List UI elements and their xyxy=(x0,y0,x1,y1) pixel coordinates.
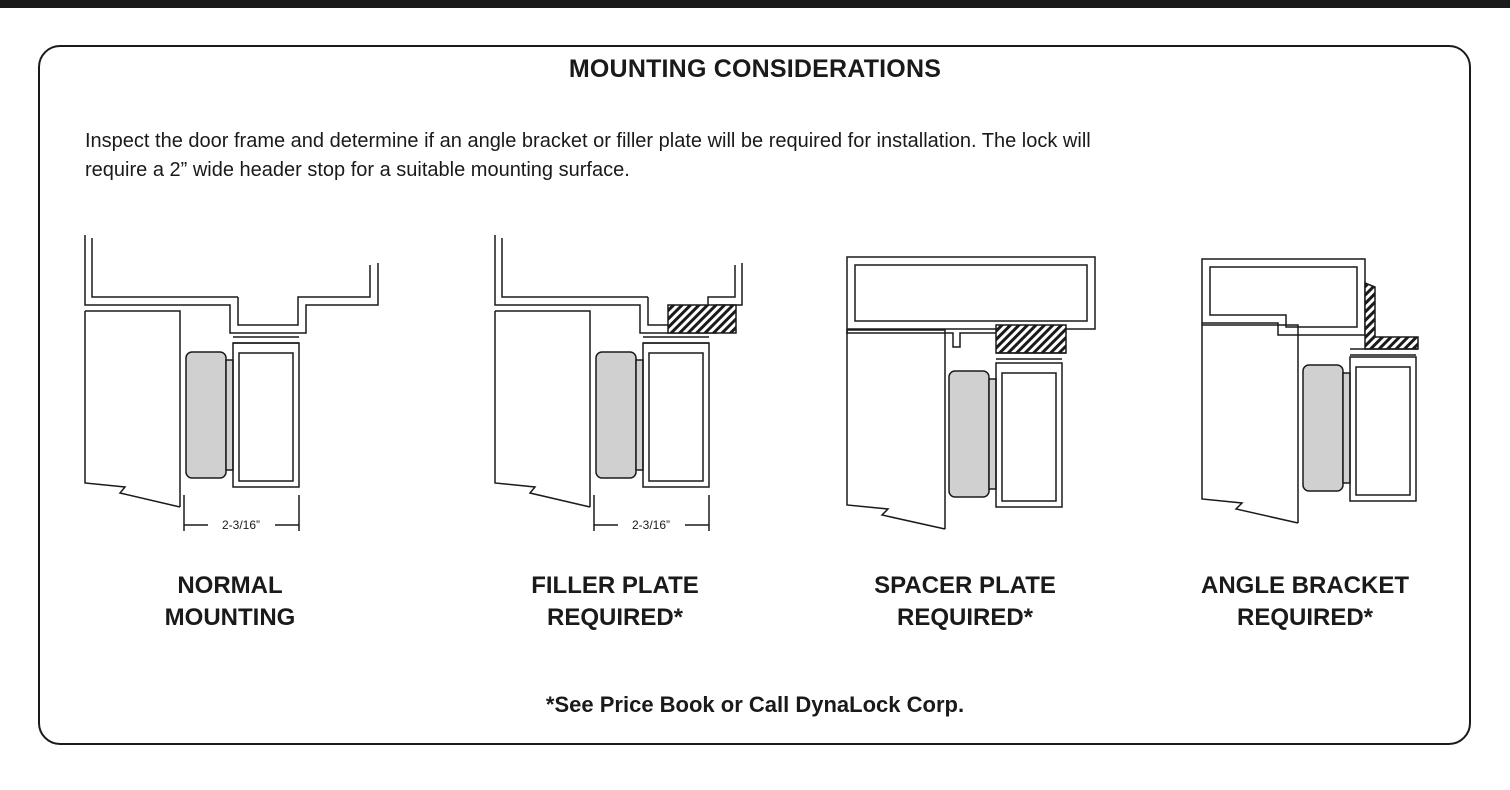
maglock-body xyxy=(948,352,1066,508)
caption-line: REQUIRED* xyxy=(546,604,684,631)
door-frame-header xyxy=(84,235,379,334)
caption-line: REQUIRED* xyxy=(896,604,1034,631)
maglock-body xyxy=(595,336,710,488)
caption-line: MOUNTING xyxy=(164,604,296,631)
caption-line: ANGLE BRACKET xyxy=(1201,572,1409,599)
caption-normal-mounting: NORMAL MOUNTING xyxy=(70,570,390,634)
door-frame-header xyxy=(1201,258,1366,336)
maglock-body xyxy=(185,336,300,488)
angle-bracket xyxy=(1364,281,1419,350)
dimension-label: 2-3/16” xyxy=(222,518,260,532)
caption-line: REQUIRED* xyxy=(1236,604,1374,631)
filler-plate xyxy=(667,304,737,334)
page-title: MOUNTING CONSIDERATIONS xyxy=(568,55,942,83)
dimension-line: 2-3/16” xyxy=(593,495,710,532)
intro-line-2: require a 2” wide header stop for a suit… xyxy=(85,159,630,181)
intro-line-1: Inspect the door frame and determine if … xyxy=(85,130,1091,152)
footnote: *See Price Book or Call DynaLock Corp. xyxy=(545,692,965,717)
door-edge xyxy=(84,310,181,508)
dimension-label: 2-3/16” xyxy=(632,518,670,532)
caption-line: SPACER PLATE xyxy=(874,572,1056,599)
caption-filler-plate: FILLER PLATE REQUIRED* xyxy=(455,570,775,634)
content-panel xyxy=(38,45,1471,745)
spacer-plate xyxy=(995,324,1067,354)
door-edge xyxy=(846,329,946,530)
figure-filler-plate: 2-3/16” xyxy=(480,225,840,555)
intro-text: Inspect the door frame and determine if … xyxy=(85,127,1465,185)
caption-line: FILLER PLATE xyxy=(531,572,699,599)
dimension-line: 2-3/16” xyxy=(183,495,300,532)
caption-line: NORMAL xyxy=(177,572,283,599)
caption-angle-bracket: ANGLE BRACKET REQUIRED* xyxy=(1145,570,1465,634)
figure-angle-bracket xyxy=(1170,225,1510,555)
door-edge xyxy=(1201,323,1299,524)
top-rule xyxy=(0,0,1510,8)
figure-normal-mounting: 2-3/16” xyxy=(70,225,430,555)
maglock-body xyxy=(1302,348,1418,502)
door-edge xyxy=(494,310,591,508)
caption-spacer-plate: SPACER PLATE REQUIRED* xyxy=(805,570,1125,634)
figure-spacer-plate xyxy=(820,225,1180,555)
